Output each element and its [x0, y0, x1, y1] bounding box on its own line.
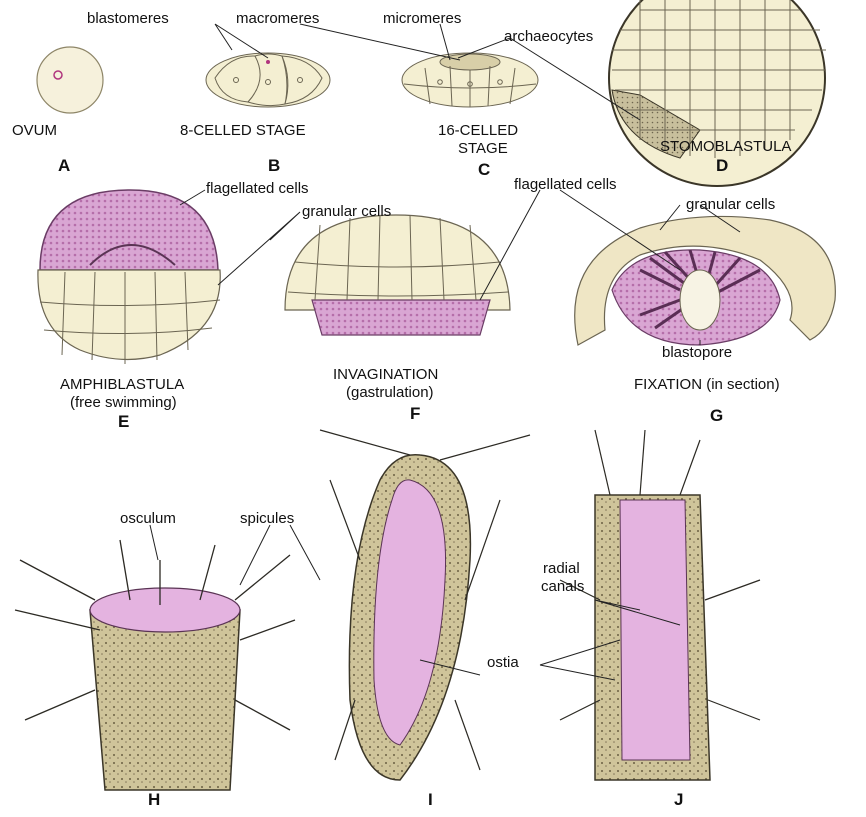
caption-f-line2: (gastrulation) — [346, 384, 434, 402]
caption-g: FIXATION (in section) — [634, 376, 780, 394]
sixteen-cell-figure — [402, 53, 538, 107]
caption-d: STOMOBLASTULA — [660, 138, 791, 156]
fixation-figure — [575, 216, 836, 345]
letter-i: I — [428, 790, 433, 810]
caption-e-line2: (free swimming) — [70, 394, 177, 412]
caption-f-line1: INVAGINATION — [333, 366, 438, 384]
label-ostia: ostia — [487, 654, 519, 671]
invagination-figure — [285, 215, 510, 335]
letter-g: G — [710, 406, 723, 426]
label-archaeocytes: archaeocytes — [504, 28, 593, 45]
elongated-sponge-figure — [320, 430, 530, 780]
letter-h: H — [148, 790, 160, 810]
ovum-figure — [37, 47, 103, 113]
mature-sponge-figure — [560, 430, 760, 780]
caption-c-line1: 16-CELLED — [438, 122, 518, 140]
label-blastopore: blastopore — [662, 344, 732, 361]
label-blastomeres: blastomeres — [87, 10, 169, 27]
amphiblastula-figure — [38, 190, 220, 364]
caption-a: OVUM — [12, 122, 57, 140]
label-granular-cells-g: granular cells — [686, 196, 775, 213]
caption-e-line1: AMPHIBLASTULA — [60, 376, 184, 394]
label-flagellated-cells-e: flagellated cells — [206, 180, 309, 197]
letter-b: B — [268, 156, 280, 176]
label-flagellated-cells-g: flagellated cells — [514, 176, 617, 193]
label-spicules: spicules — [240, 510, 294, 527]
letter-j: J — [674, 790, 683, 810]
letter-a: A — [58, 156, 70, 176]
label-micromeres: micromeres — [383, 10, 461, 27]
letter-d: D — [716, 156, 728, 176]
letter-c: C — [478, 160, 490, 180]
label-radial-line2: canals — [541, 578, 584, 595]
letter-e: E — [118, 412, 129, 432]
label-macromeres: macromeres — [236, 10, 319, 27]
caption-c-line2: STAGE — [458, 140, 508, 158]
letter-f: F — [410, 404, 420, 424]
young-sponge-figure — [15, 540, 295, 790]
eight-cell-figure — [206, 53, 330, 107]
label-osculum: osculum — [120, 510, 176, 527]
label-radial-line1: radial — [543, 560, 580, 577]
caption-b: 8-CELLED STAGE — [180, 122, 306, 140]
label-granular-cells-e: granular cells — [302, 203, 391, 220]
